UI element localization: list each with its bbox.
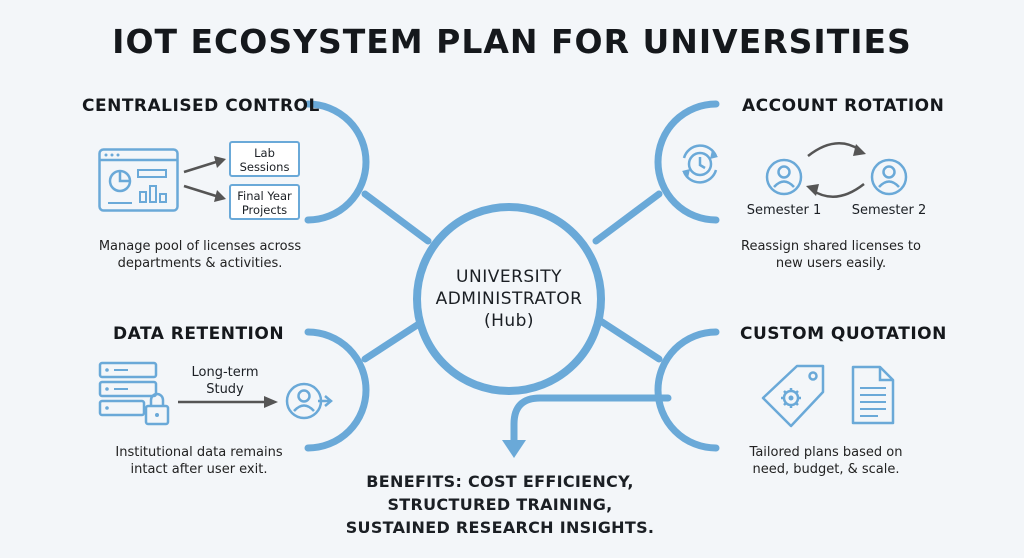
arc-quotation bbox=[654, 328, 720, 452]
quotation-description: Tailored plans based on need, budget, & … bbox=[749, 445, 903, 477]
long-term-study-label: Long-term Study bbox=[191, 365, 259, 397]
benefits-arrow-path bbox=[510, 394, 672, 446]
rotation-description: Reassign shared licenses to new users ea… bbox=[741, 239, 921, 271]
hub-circle: UNIVERSITY ADMINISTRATOR (Hub) bbox=[413, 203, 605, 395]
rotation-heading: ACCOUNT ROTATION bbox=[742, 96, 945, 116]
arc-retention bbox=[304, 328, 370, 452]
user-exit-icon bbox=[285, 382, 333, 420]
user-icon-semester1 bbox=[765, 158, 803, 196]
centralised-description: Manage pool of licenses across departmen… bbox=[98, 239, 302, 271]
quotation-heading: CUSTOM QUOTATION bbox=[740, 324, 947, 344]
tag-final-year-projects: Final Year Projects bbox=[229, 184, 300, 220]
document-icon bbox=[851, 365, 895, 425]
dashboard-icon bbox=[98, 148, 179, 212]
tag-lab-sessions-label: Lab Sessions bbox=[239, 146, 290, 174]
spoke-quotation bbox=[592, 314, 663, 363]
hub-line3: (Hub) bbox=[483, 311, 535, 331]
spoke-centralised bbox=[361, 190, 432, 245]
distribute-arrows-icon bbox=[183, 156, 226, 202]
benefits-arrowhead bbox=[502, 440, 526, 458]
arc-rotation bbox=[654, 100, 720, 224]
server-lock-icon bbox=[98, 361, 170, 426]
semester2-label: Semester 2 bbox=[851, 203, 927, 218]
benefits-text: BENEFITS: COST EFFICIENCY, STRUCTURED TR… bbox=[345, 472, 655, 537]
tag-final-year-projects-label: Final Year Projects bbox=[237, 189, 292, 217]
long-term-study-arrow bbox=[178, 396, 278, 408]
semester1-label: Semester 1 bbox=[746, 203, 822, 218]
centralised-heading: CENTRALISED CONTROL bbox=[82, 96, 320, 116]
user-icon-semester2 bbox=[870, 158, 908, 196]
price-tag-gear-icon bbox=[761, 364, 825, 428]
page-title: IOT ECOSYSTEM PLAN FOR UNIVERSITIES bbox=[112, 22, 912, 61]
tag-lab-sessions: Lab Sessions bbox=[229, 141, 300, 177]
clock-rotate-icon bbox=[682, 144, 718, 184]
hub-line1: UNIVERSITY bbox=[456, 267, 562, 287]
hub-line2: ADMINISTRATOR bbox=[435, 289, 583, 309]
retention-heading: DATA RETENTION bbox=[113, 324, 285, 344]
swap-arrows-icon bbox=[806, 142, 866, 198]
spoke-rotation bbox=[592, 190, 663, 245]
retention-description: Institutional data remains intact after … bbox=[115, 445, 283, 477]
arc-centralised bbox=[304, 100, 370, 224]
